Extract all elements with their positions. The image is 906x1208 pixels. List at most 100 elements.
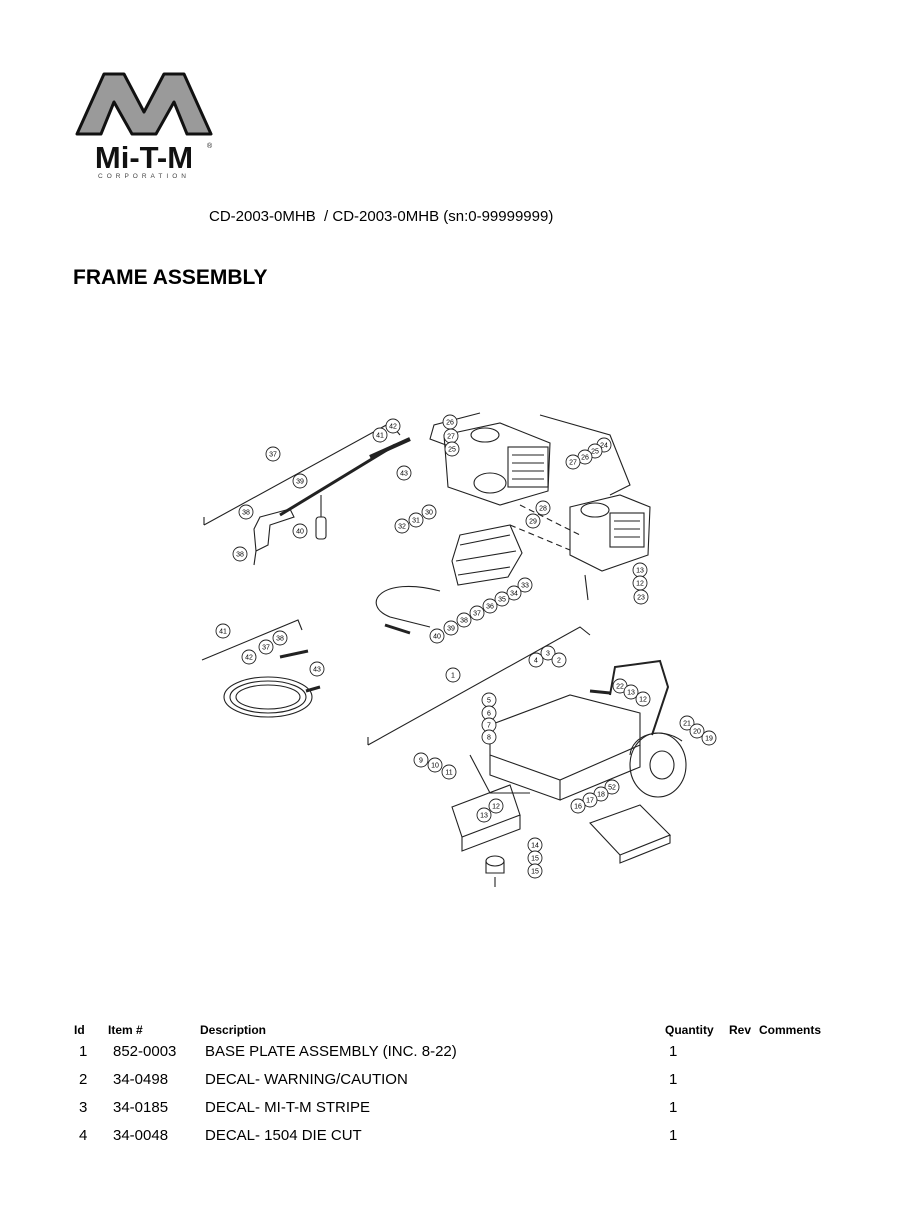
callout-34: 34 bbox=[506, 585, 522, 601]
exploded-parts-diagram: 37 39 38 40 38 41 42 43 26 27 25 24 25 2… bbox=[190, 395, 730, 895]
svg-text:20: 20 bbox=[693, 729, 701, 736]
callout-15: 15 bbox=[527, 850, 543, 866]
svg-text:12: 12 bbox=[639, 697, 647, 704]
callout-27b: 27 bbox=[565, 454, 581, 470]
row-description: DECAL- WARNING/CAUTION bbox=[205, 1071, 408, 1088]
svg-text:38: 38 bbox=[242, 510, 250, 517]
svg-text:39: 39 bbox=[296, 479, 304, 486]
svg-text:16: 16 bbox=[574, 804, 582, 811]
svg-text:32: 32 bbox=[398, 524, 406, 531]
svg-text:13: 13 bbox=[636, 568, 644, 575]
callout-16: 16 bbox=[570, 798, 586, 814]
callout-17: 17 bbox=[582, 792, 598, 808]
svg-text:36: 36 bbox=[486, 604, 494, 611]
svg-text:13: 13 bbox=[480, 813, 488, 820]
page-title: FRAME ASSEMBLY bbox=[73, 266, 268, 289]
callout-6: 6 bbox=[481, 705, 497, 721]
svg-text:29: 29 bbox=[529, 519, 537, 526]
svg-text:15: 15 bbox=[531, 869, 539, 876]
row-item-number: 34-0185 bbox=[113, 1099, 169, 1116]
table-row: 2 34-0498 DECAL- WARNING/CAUTION 1 bbox=[0, 1071, 906, 1099]
callout-21: 21 bbox=[679, 715, 695, 731]
header-rev: Rev bbox=[729, 1023, 752, 1037]
callout-29: 29 bbox=[525, 513, 541, 529]
parts-diagram-svg: 37 39 38 40 38 41 42 43 26 27 25 24 25 2… bbox=[201, 412, 717, 887]
svg-text:25: 25 bbox=[448, 447, 456, 454]
svg-text:41: 41 bbox=[219, 629, 227, 636]
callout-11: 11 bbox=[441, 764, 457, 780]
svg-text:2: 2 bbox=[557, 658, 561, 665]
svg-text:3: 3 bbox=[546, 651, 550, 658]
callout-42: 42 bbox=[241, 649, 257, 665]
callout-51: 43 bbox=[396, 465, 412, 481]
svg-text:40: 40 bbox=[296, 529, 304, 536]
row-description: BASE PLATE ASSEMBLY (INC. 8-22) bbox=[205, 1043, 457, 1060]
model-number-line: CD-2003-0MHB / CD-2003-0MHB (sn:0-999999… bbox=[209, 208, 554, 225]
svg-text:38: 38 bbox=[236, 552, 244, 559]
callout-27: 27 bbox=[443, 428, 459, 444]
mitm-logo-icon: Mi-T-M ® CORPORATION bbox=[75, 72, 213, 180]
svg-text:38: 38 bbox=[460, 618, 468, 625]
svg-text:21: 21 bbox=[683, 721, 691, 728]
svg-text:8: 8 bbox=[487, 735, 491, 742]
svg-text:37: 37 bbox=[262, 645, 270, 652]
svg-text:9: 9 bbox=[419, 758, 423, 765]
svg-text:41: 41 bbox=[376, 433, 384, 440]
callout-47: 39 bbox=[292, 473, 308, 489]
row-item-number: 852-0003 bbox=[113, 1043, 177, 1060]
svg-text:39: 39 bbox=[447, 626, 455, 633]
callout-12: 12 bbox=[632, 575, 648, 591]
callout-52: 52 bbox=[604, 779, 620, 795]
svg-text:23: 23 bbox=[637, 595, 645, 602]
row-id: 1 bbox=[79, 1043, 88, 1060]
svg-text:42: 42 bbox=[389, 424, 397, 431]
svg-text:15: 15 bbox=[531, 856, 539, 863]
row-quantity: 1 bbox=[669, 1127, 678, 1144]
callout-39: 39 bbox=[443, 620, 459, 636]
callout-35: 35 bbox=[494, 591, 510, 607]
callout-13b: 13 bbox=[623, 684, 639, 700]
svg-text:28: 28 bbox=[539, 506, 547, 513]
svg-text:10: 10 bbox=[431, 763, 439, 770]
svg-text:27: 27 bbox=[447, 434, 455, 441]
table-row: 3 34-0185 DECAL- MI-T-M STRIPE 1 bbox=[0, 1099, 906, 1127]
svg-text:13: 13 bbox=[627, 690, 635, 697]
header-item: Item # bbox=[108, 1023, 143, 1037]
svg-text:17: 17 bbox=[586, 798, 594, 805]
logo-brand-text: Mi-T-M bbox=[95, 140, 193, 175]
callout-38: 38 bbox=[456, 612, 472, 628]
callout-45: 38 bbox=[232, 546, 248, 562]
row-quantity: 1 bbox=[669, 1071, 678, 1088]
table-row: 4 34-0048 DECAL- 1504 DIE CUT 1 bbox=[0, 1127, 906, 1155]
svg-text:26: 26 bbox=[446, 420, 454, 427]
row-id: 3 bbox=[79, 1099, 88, 1116]
callout-49: 41 bbox=[372, 427, 388, 443]
callout-5: 5 bbox=[481, 692, 497, 708]
svg-text:22: 22 bbox=[616, 684, 624, 691]
callout-14: 14 bbox=[527, 837, 543, 853]
svg-text:14: 14 bbox=[531, 843, 539, 850]
callout-32: 32 bbox=[394, 518, 410, 534]
callout-43: 43 bbox=[309, 661, 325, 677]
svg-text:33: 33 bbox=[521, 583, 529, 590]
callout-28: 28 bbox=[535, 500, 551, 516]
row-item-number: 34-0048 bbox=[113, 1127, 169, 1144]
svg-text:37: 37 bbox=[269, 452, 277, 459]
svg-text:40: 40 bbox=[433, 634, 441, 641]
svg-text:4: 4 bbox=[534, 658, 538, 665]
svg-text:38: 38 bbox=[276, 636, 284, 643]
callout-48: 40 bbox=[292, 523, 308, 539]
svg-text:34: 34 bbox=[510, 591, 518, 598]
svg-text:27: 27 bbox=[569, 460, 577, 467]
logo-sub-text: CORPORATION bbox=[98, 173, 190, 180]
table-row: 1 852-0003 BASE PLATE ASSEMBLY (INC. 8-2… bbox=[0, 1043, 906, 1071]
svg-text:43: 43 bbox=[313, 667, 321, 674]
svg-text:7: 7 bbox=[487, 723, 491, 730]
header-quantity: Quantity bbox=[665, 1023, 714, 1037]
callout-1: 1 bbox=[445, 667, 461, 683]
callout-25: 25 bbox=[444, 441, 460, 457]
svg-text:26: 26 bbox=[581, 455, 589, 462]
callout-40: 40 bbox=[429, 628, 445, 644]
callout-41: 41 bbox=[215, 623, 231, 639]
callout-26b: 26 bbox=[577, 449, 593, 465]
